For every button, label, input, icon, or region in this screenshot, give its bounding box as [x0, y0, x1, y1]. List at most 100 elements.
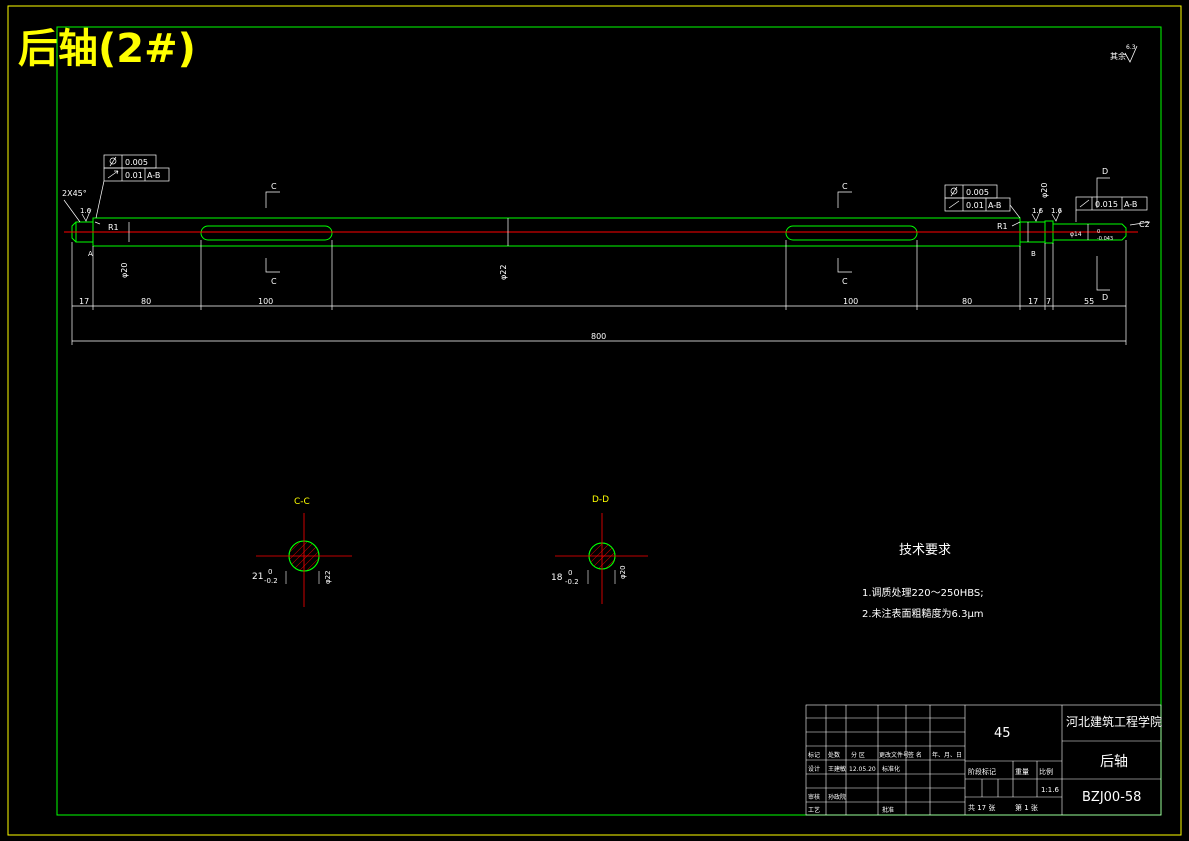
svg-text:分 区: 分 区: [851, 751, 865, 759]
gdt-left-runout: 0.01: [125, 171, 143, 180]
svg-text:21: 21: [252, 572, 263, 582]
svg-text:阶段标记: 阶段标记: [968, 767, 996, 776]
svg-text:其余: 其余: [1110, 51, 1126, 61]
svg-text:王建敏: 王建敏: [828, 765, 846, 773]
cut-label-d-bot: D: [1102, 293, 1108, 302]
datum-a: A: [88, 250, 93, 258]
dim-17-right: 17: [1028, 297, 1038, 306]
global-roughness: 其余 6.3: [1110, 44, 1138, 63]
gdt-left: [95, 154, 170, 219]
roughness-mark-left: [81, 208, 92, 222]
svg-text:比例: 比例: [1039, 767, 1053, 776]
svg-text:标准化: 标准化: [882, 765, 900, 773]
gdt-end-ref: A-B: [1124, 200, 1137, 209]
fillet-left: R1: [108, 223, 119, 232]
dimension-lines: [71, 218, 1127, 345]
gdt-end: [1075, 196, 1148, 222]
dim-100-right: 100: [843, 297, 858, 306]
title-block: [805, 704, 1162, 816]
cut-mark-d-top: [1096, 177, 1110, 208]
svg-text:6.3: 6.3: [1126, 44, 1136, 51]
dim-7: 7: [1046, 297, 1051, 306]
inner-frame: [56, 26, 1162, 816]
svg-text:-0.2: -0.2: [264, 577, 278, 585]
roughness-mark-right-a: [1031, 208, 1042, 222]
gdt-right-runout: 0.01: [966, 201, 984, 210]
tech-requirements: 技术要求 1.调质处理220～250HBS; 2.未注表面粗糙度为6.3μm: [862, 543, 984, 620]
gdt-left-ref: A-B: [147, 171, 160, 180]
dia-right-end: φ14: [1070, 231, 1082, 238]
dim-100-left: 100: [258, 297, 273, 306]
gdt-left-cyl: 0.005: [125, 158, 148, 167]
dim-55: 55: [1084, 297, 1094, 306]
drawing-title: 后轴(2#): [18, 26, 196, 72]
dim-17-left: 17: [79, 297, 89, 306]
svg-text:更改文件号: 更改文件号: [879, 751, 909, 759]
chamfer-left: 2X45°: [62, 189, 87, 198]
tech-item-1: 1.调质处理220～250HBS;: [862, 587, 984, 599]
dia-left: φ20: [120, 263, 129, 278]
svg-text:18: 18: [551, 573, 563, 583]
gdt-right-cyl: 0.005: [966, 188, 989, 197]
svg-text:工艺: 工艺: [808, 806, 820, 814]
cut-mark-c1-top: [265, 191, 280, 208]
svg-text:φ22: φ22: [324, 570, 332, 584]
tb-material: 45: [994, 726, 1011, 741]
svg-text:处数: 处数: [828, 751, 840, 759]
outer-frame: [7, 5, 1182, 836]
svg-text:重量: 重量: [1015, 768, 1029, 776]
tech-heading: 技术要求: [899, 543, 951, 558]
tol-end-upper: 0: [1097, 229, 1100, 235]
tb-school: 河北建筑工程学院: [1066, 714, 1162, 729]
svg-text:12.05.20: 12.05.20: [849, 766, 876, 773]
chamfer-right: C2: [1139, 220, 1150, 229]
roughness-right-b: 1.6: [1051, 207, 1063, 215]
svg-text:0: 0: [568, 569, 572, 577]
keyway-left: [200, 225, 333, 241]
svg-text:年、月、日: 年、月、日: [932, 751, 962, 759]
cut-label-d-top: D: [1102, 167, 1108, 176]
svg-text:审核: 审核: [808, 793, 820, 801]
svg-text:第 1 张: 第 1 张: [1015, 803, 1038, 812]
fillet-right: R1: [997, 222, 1008, 231]
roughness-left: 1.6: [80, 207, 92, 215]
dia-right: φ20: [1040, 183, 1049, 198]
gdt-end-runout: 0.015: [1095, 200, 1118, 209]
tb-part-name: 后轴: [1100, 754, 1128, 770]
cut-mark-c2-top: [837, 191, 852, 208]
svg-text:共 17 张: 共 17 张: [968, 803, 995, 812]
dim-80-right: 80: [962, 297, 972, 306]
tech-item-2: 2.未注表面粗糙度为6.3μm: [862, 607, 984, 620]
roughness-right-a: 1.6: [1032, 207, 1044, 215]
gdt-right: [944, 184, 1021, 219]
svg-text:孙政院: 孙政院: [828, 793, 846, 801]
datum-b: B: [1031, 250, 1036, 258]
cut-mark-c2-bot: [837, 258, 852, 273]
dia-main: φ22: [499, 265, 508, 280]
tb-scale: 1:1.6: [1041, 786, 1059, 794]
gdt-right-ref: A-B: [988, 201, 1001, 210]
roughness-mark-right-b: [1051, 208, 1062, 222]
section-dd-label: D-D: [592, 495, 609, 505]
cut-label-c1-top: C: [271, 182, 277, 191]
tb-drawing-no: BZJ00-58: [1082, 790, 1141, 805]
cut-label-c1-bot: C: [271, 277, 277, 286]
svg-text:签 名: 签 名: [908, 751, 922, 759]
svg-text:0: 0: [268, 568, 272, 576]
svg-text:标记: 标记: [808, 751, 820, 759]
section-cc: C-C 21 0 -0.2 φ22: [252, 497, 352, 607]
section-cc-label: C-C: [294, 497, 310, 507]
tol-end-lower: -0.043: [1097, 236, 1113, 242]
cut-mark-d-bot: [1096, 256, 1110, 291]
keyway-right: [785, 225, 918, 241]
dim-80-left: 80: [141, 297, 151, 306]
svg-text:设计: 设计: [808, 765, 820, 773]
svg-text:φ20: φ20: [619, 565, 627, 579]
dim-800: 800: [591, 332, 606, 341]
svg-text:批准: 批准: [882, 806, 894, 814]
svg-text:-0.2: -0.2: [565, 578, 579, 586]
cut-mark-c1-bot: [265, 258, 280, 273]
section-dd: D-D 18 0 -0.2 φ20: [551, 495, 648, 604]
cut-label-c2-bot: C: [842, 277, 848, 286]
